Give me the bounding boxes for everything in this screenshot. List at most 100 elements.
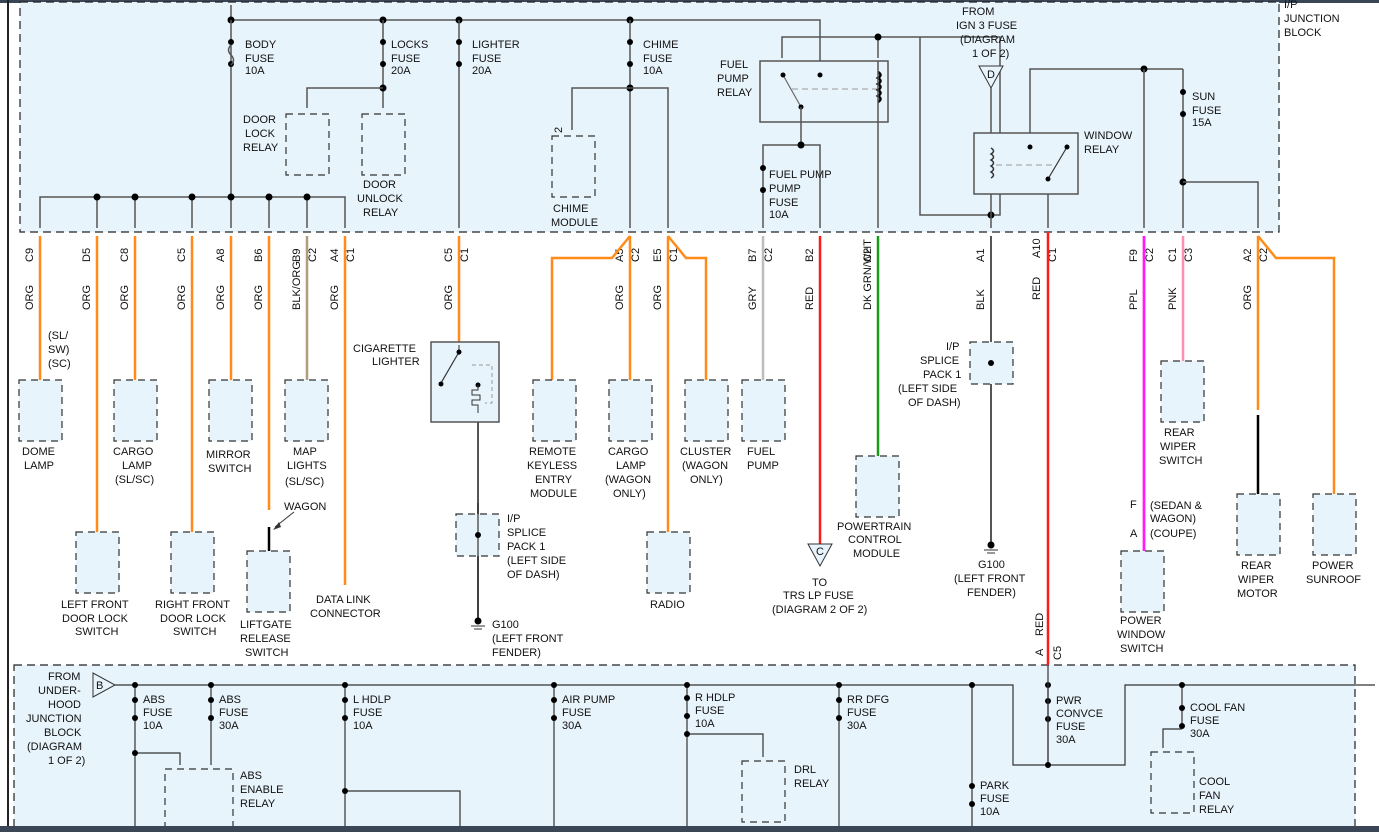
svg-text:BODY: BODY xyxy=(245,39,277,51)
door-unlock-relay xyxy=(361,113,406,176)
splice-pack-1-right: I/P SPLICE PACK 1 (LEFT SIDE OF DASH) xyxy=(898,341,1014,409)
pwr-convce-link: RED A C5 xyxy=(1034,232,1064,768)
wire-color-label: ORG xyxy=(652,285,664,310)
svg-text:I/P: I/P xyxy=(507,513,520,525)
svg-text:IGN 3 FUSE: IGN 3 FUSE xyxy=(956,20,1017,32)
dome-lamp-label: DOME LAMP (SL/ SW) (SC) xyxy=(22,330,71,472)
svg-text:MODULE: MODULE xyxy=(853,548,900,560)
fuse-terminal xyxy=(132,715,138,721)
svg-text:I/P: I/P xyxy=(946,341,959,353)
svg-text:PACK 1: PACK 1 xyxy=(923,369,961,381)
bus-junction xyxy=(342,682,348,688)
svg-text:CHIME: CHIME xyxy=(643,39,678,51)
svg-text:DOOR LOCK: DOOR LOCK xyxy=(160,613,227,625)
bus-junction xyxy=(1179,682,1185,688)
svg-text:SWITCH: SWITCH xyxy=(1159,455,1202,467)
fuse-label: 30A xyxy=(562,720,582,732)
underhood-junction-block xyxy=(13,664,1356,832)
wire-color-label: DK GRN/WHT xyxy=(862,239,874,310)
wire-color-label: BLK/ORG xyxy=(291,261,303,310)
svg-text:(SEDAN &: (SEDAN & xyxy=(1150,500,1203,512)
fuse-terminal xyxy=(342,715,348,721)
svg-text:MODULE: MODULE xyxy=(551,217,598,229)
liftgate-release-switch-label: LIFTGATE RELEASE SWITCH WAGON xyxy=(240,501,326,659)
abs-enable-relay-label: ABS ENABLE RELAY xyxy=(132,750,283,810)
wire-sunroof-branch xyxy=(1257,235,1336,494)
pcm-label: POWERTRAIN CONTROL MODULE xyxy=(837,521,911,560)
svg-text:FUSE: FUSE xyxy=(769,197,798,209)
ip-junction-block-label: I/P JUNCTION BLOCK xyxy=(1284,0,1340,39)
cool-fan-relay xyxy=(1150,751,1195,814)
pin-label: C9 xyxy=(24,248,36,262)
svg-text:DOME: DOME xyxy=(22,446,55,458)
pin-label: A2 xyxy=(1242,249,1254,262)
svg-text:ENABLE: ENABLE xyxy=(240,784,283,796)
wire-color-label: ORG xyxy=(443,285,455,310)
svg-text:LOCK: LOCK xyxy=(245,128,276,140)
rear-wiper-motor xyxy=(1236,493,1281,556)
fuse-terminal xyxy=(208,697,214,703)
svg-text:ABS: ABS xyxy=(240,770,262,782)
svg-text:RELEASE: RELEASE xyxy=(240,633,291,645)
door-lock-relay-label: DOOR LOCK RELAY xyxy=(243,114,279,154)
svg-text:LAMP: LAMP xyxy=(616,460,646,472)
svg-text:RELAY: RELAY xyxy=(717,87,753,99)
fuse-terminal xyxy=(1179,705,1185,711)
connector-label: C2 xyxy=(1258,248,1270,262)
svg-text:(WAGON: (WAGON xyxy=(682,460,728,472)
wire-color-label: ORG xyxy=(1242,285,1254,310)
fuse-terminal xyxy=(684,695,690,701)
wire-color-label: ORG xyxy=(176,285,188,310)
body-fuse: BODY FUSE 10A xyxy=(227,20,277,228)
svg-text:FAN: FAN xyxy=(1199,790,1220,802)
fuse-label: 30A xyxy=(219,720,239,732)
fuse-label: L HDLP xyxy=(353,694,391,706)
svg-text:OF DASH): OF DASH) xyxy=(908,397,961,409)
fuse-label: FUSE xyxy=(1056,721,1085,733)
fuse-label: 10A xyxy=(143,720,163,732)
svg-text:TRS LP FUSE: TRS LP FUSE xyxy=(783,590,854,602)
connector-label: C2 xyxy=(1144,248,1156,262)
svg-text:A: A xyxy=(1034,648,1046,656)
drl-relay xyxy=(741,760,786,823)
svg-text:SPLICE: SPLICE xyxy=(507,527,546,539)
svg-text:LOCKS: LOCKS xyxy=(391,39,428,51)
wire-color-label: ORG xyxy=(614,285,626,310)
bottom-scrollbar[interactable] xyxy=(0,826,1379,832)
svg-text:RELAY: RELAY xyxy=(1199,804,1235,816)
svg-text:10A: 10A xyxy=(245,65,265,77)
svg-text:(LEFT FRONT: (LEFT FRONT xyxy=(492,633,564,645)
svg-text:(DIAGRAM 2 OF 2): (DIAGRAM 2 OF 2) xyxy=(772,604,867,616)
locks-fuse: LOCKS FUSE 20A xyxy=(306,20,428,108)
wire-color-label: ORG xyxy=(329,285,341,310)
svg-text:B: B xyxy=(96,680,103,692)
drl-relay-label: DRL RELAY xyxy=(684,731,830,790)
bus-junction xyxy=(551,682,557,688)
window-relay xyxy=(973,132,1079,195)
to-trs-lp-fuse: C TO TRS LP FUSE (DIAGRAM 2 OF 2) xyxy=(772,543,867,616)
connector-label: C1 xyxy=(345,248,357,262)
svg-text:WINDOW: WINDOW xyxy=(1117,629,1166,641)
svg-text:MIRROR: MIRROR xyxy=(206,449,251,461)
door-lock-relay xyxy=(285,113,330,176)
svg-text:UNLOCK: UNLOCK xyxy=(357,193,404,205)
connector-label: C1 xyxy=(1047,248,1059,262)
remote-keyless-entry-module xyxy=(532,379,577,442)
svg-text:CARGO: CARGO xyxy=(113,446,154,458)
cargo-lamp-label: CARGO LAMP (SL/SC) xyxy=(113,446,154,486)
fuel-pump-fuse: FUEL PUMP PUMP FUSE 10A xyxy=(769,169,832,221)
svg-text:FUSE: FUSE xyxy=(1192,105,1221,117)
connector-label: C3 xyxy=(1183,248,1195,262)
fuse-label: FUSE xyxy=(219,707,248,719)
svg-text:FUEL PUMP: FUEL PUMP xyxy=(769,169,832,181)
fuse-label: 30A xyxy=(847,720,867,732)
wire-color-label: ORG xyxy=(24,285,36,310)
fuse-terminal xyxy=(132,697,138,703)
svg-text:LIGHTER: LIGHTER xyxy=(472,39,520,51)
wire-color-label: PNK xyxy=(1167,287,1179,310)
svg-text:MODULE: MODULE xyxy=(530,488,577,500)
svg-text:SUNROOF: SUNROOF xyxy=(1306,574,1361,586)
cargo-lamp-wagon-label: CARGO LAMP (WAGON ONLY) xyxy=(605,446,651,500)
fuse-terminal xyxy=(684,713,690,719)
